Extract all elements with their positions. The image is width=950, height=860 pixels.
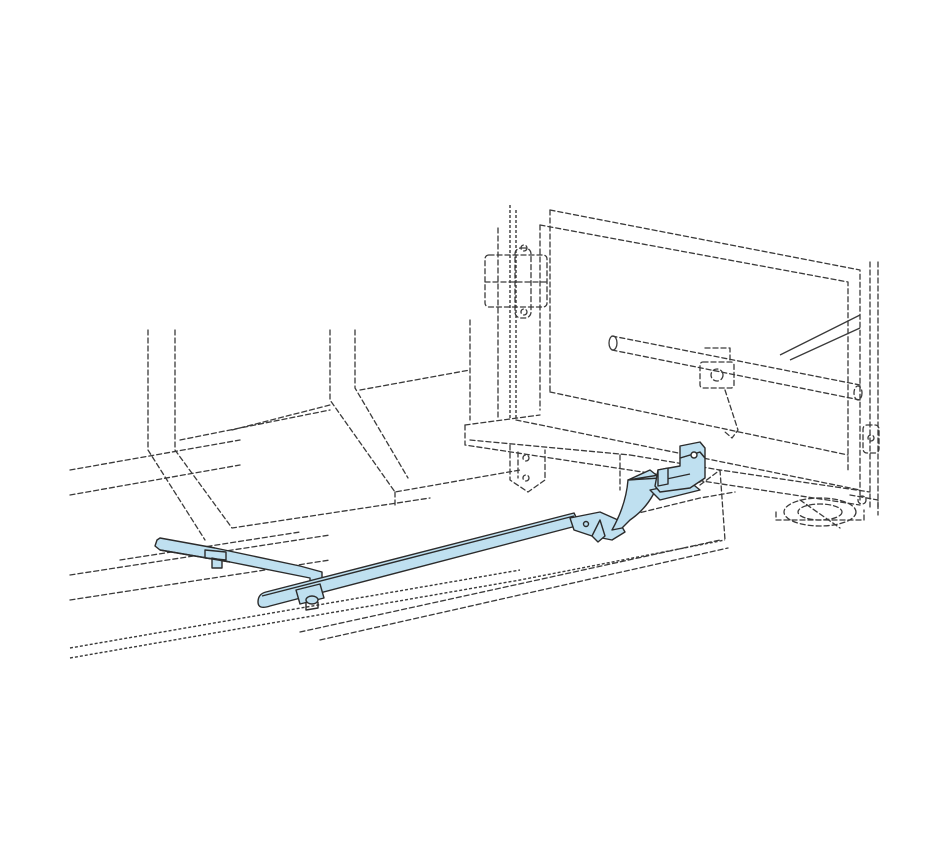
hinge-icon [484,244,548,319]
door-panel-context [469,205,879,511]
middle-bracket [569,511,626,543]
door-mount-bracket-icon [654,441,706,493]
vehicle-floor-context [69,329,871,659]
operating-lever-icon [154,537,323,587]
lower-hinge-bracket-context [509,444,546,493]
rod-bearing-icon [295,583,325,611]
door-opener-rod-assembly [154,441,706,611]
handle-bar-icon [608,335,863,401]
latch-icon [699,347,739,439]
side-lock-icon [862,424,880,454]
rotating-disc-context [775,494,879,529]
